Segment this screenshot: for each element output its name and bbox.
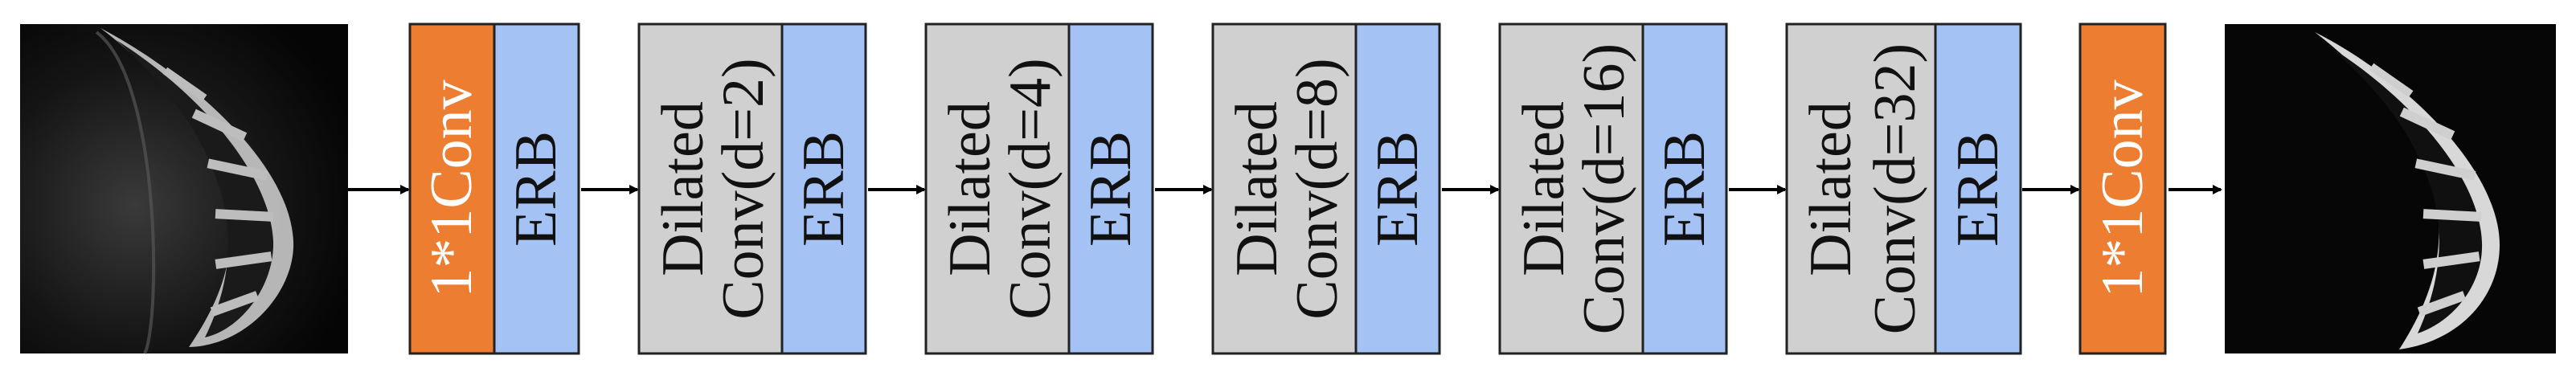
dilated-label-line2: Conv(d=16) [1571,43,1637,334]
dilated-label-line2: Conv(d=2) [711,58,776,319]
conv-1x1-label: 1*1Conv [2090,80,2156,297]
erb-box [1067,22,1154,355]
conv-1x1-label: 1*1Conv [419,80,485,297]
dilated-label-line1: Dilated [937,101,1003,276]
dilated-label-line1: Dilated [1224,101,1290,276]
erb-box [493,22,580,355]
erb-label: ERB [1652,131,1718,247]
erb-label: ERB [1945,131,2011,247]
erb-label: ERB [503,131,569,247]
dilated-label-line1: Dilated [1511,101,1577,276]
dilated-label-line2: Conv(d=32) [1862,43,1928,334]
input-image [20,24,348,354]
erb-box [780,22,867,355]
block-conv-erb: 1*1Conv ERB [408,22,580,355]
block-dilated-32: Dilated Conv(d=32) ERB [1785,22,2022,355]
dilated-label-line2: Conv(d=4) [997,58,1063,319]
dilated-label-line1: Dilated [650,101,716,276]
dilated-conv-box [637,22,784,355]
erb-box [1354,22,1441,355]
block-dilated-4: Dilated Conv(d=4) ERB [924,22,1154,355]
dilated-conv-box [1785,22,1937,355]
dilated-conv-box [1498,22,1644,355]
erb-label: ERB [1365,131,1431,247]
block-final-conv: 1*1Conv [2078,22,2167,355]
dilated-label-line1: Dilated [1798,101,1864,276]
output-image [2225,24,2556,353]
block-dilated-16: Dilated Conv(d=16) ERB [1498,22,1728,355]
erb-label: ERB [791,131,857,247]
block-dilated-8: Dilated Conv(d=8) ERB [1211,22,1441,355]
dilated-conv-box [924,22,1071,355]
erb-label: ERB [1078,131,1144,247]
block-dilated-2: Dilated Conv(d=2) ERB [637,22,867,355]
erb-box [1641,22,1728,355]
conv-1x1-box [408,22,496,355]
conv-1x1-box [2078,22,2167,355]
ct-cross-section-clean-icon [2315,32,2500,349]
ct-cross-section-noisy-icon [95,28,294,354]
erb-box [1934,22,2022,355]
dilated-label-line2: Conv(d=8) [1284,58,1350,319]
